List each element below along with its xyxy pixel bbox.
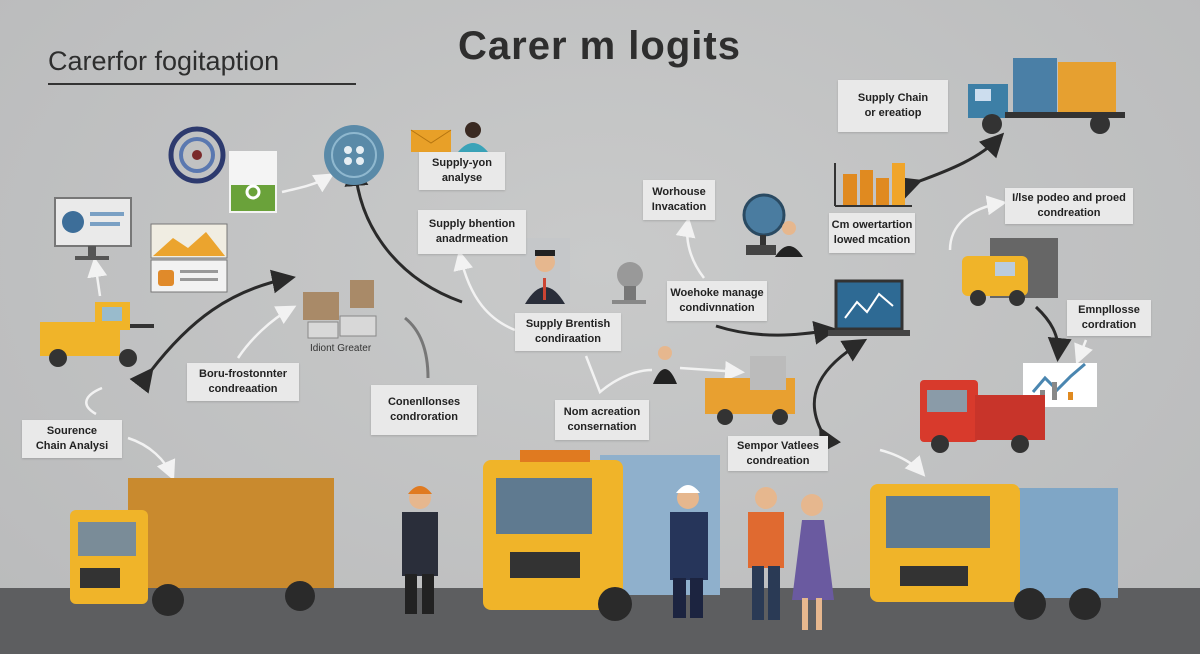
yellow-van-icon <box>962 238 1058 306</box>
arrow <box>236 305 297 359</box>
blue-container-truck-right <box>870 484 1118 620</box>
arrow <box>344 162 463 304</box>
man-orange-shirt <box>748 487 784 620</box>
laptop-chart-icon <box>828 279 910 336</box>
boxes-icon <box>303 280 377 339</box>
blue-container-truck-icon <box>968 58 1125 134</box>
page-title: Carer m logits <box>458 24 741 68</box>
light-arrows <box>85 173 1093 481</box>
arrow <box>85 386 103 416</box>
chart-card-icon <box>150 223 228 259</box>
forklift-truck-icon <box>40 302 154 367</box>
arrow <box>127 436 176 481</box>
small-person-icon <box>653 346 677 384</box>
arrow <box>87 257 108 297</box>
arrow <box>895 132 1005 200</box>
businessman-icon <box>520 238 570 304</box>
worker-hardhat <box>402 486 438 614</box>
arrow <box>879 448 926 477</box>
boxes-caption: Idiont Greater <box>310 343 372 354</box>
network-globe-icon <box>324 125 384 185</box>
arrow <box>404 316 430 379</box>
lock-card-icon <box>150 259 228 293</box>
magnifier-person-icon <box>742 193 803 257</box>
bar-chart-icon <box>834 163 912 207</box>
person-icon <box>458 122 488 152</box>
arrow <box>281 173 335 194</box>
arrow <box>584 355 653 395</box>
arrow <box>812 338 868 454</box>
monitor-icon <box>54 197 132 260</box>
lightbulb-icon <box>612 262 646 304</box>
arrow <box>129 269 296 394</box>
orange-container-truck <box>70 478 334 616</box>
small-delivery-truck-icon <box>705 356 795 425</box>
woman-purple-dress <box>792 494 834 630</box>
arrow <box>1034 305 1072 362</box>
arrow <box>679 361 745 381</box>
envelope-icon <box>410 129 452 152</box>
arrow <box>715 320 838 345</box>
arrow <box>1074 339 1093 365</box>
target-icon <box>168 126 226 184</box>
document-icon <box>229 151 277 213</box>
manager-hardhat <box>670 485 708 618</box>
arrow <box>948 195 1007 251</box>
subtitle: Carerfor fogitaption <box>48 46 356 85</box>
arrow <box>675 217 705 279</box>
dark-arrows <box>129 132 1072 454</box>
red-truck-icon <box>920 380 1045 453</box>
arrow <box>453 250 516 332</box>
